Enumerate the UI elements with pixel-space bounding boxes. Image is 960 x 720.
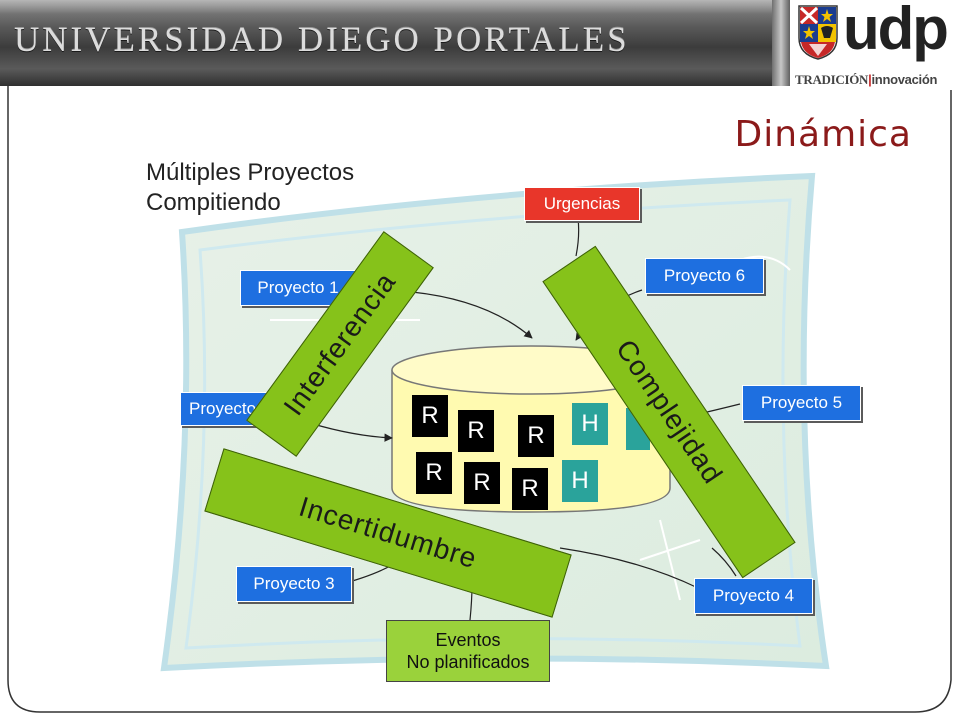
eventos-no-planificados-box: Eventos No planificados — [386, 620, 550, 682]
slide-title: Dinámica — [734, 114, 912, 155]
eventos-line-2: No planificados — [406, 652, 530, 672]
proyecto-3-box: Proyecto 3 — [236, 566, 352, 602]
udp-logo: udp TRADICIÓN|innovación — [793, 0, 958, 94]
subtitle-line-2: Compitiendo — [146, 189, 281, 216]
resource-r-2: R — [458, 410, 494, 452]
banner-shine — [0, 0, 790, 14]
udp-logo-text: udp — [843, 0, 949, 62]
tagline-innovacion: innovación — [871, 72, 938, 87]
resource-h-1: H — [572, 403, 608, 445]
header-banner: UNIVERSIDAD DIEGO PORTALES — [0, 0, 790, 86]
urgencias-box: Urgencias — [524, 187, 640, 221]
slide-subtitle: Múltiples Proyectos Compitiendo — [146, 158, 354, 218]
logo-tagline: TRADICIÓN|innovación — [795, 72, 937, 88]
tagline-divider: | — [868, 72, 872, 87]
resource-r-1: R — [412, 395, 448, 437]
resource-r-6: R — [512, 468, 548, 510]
eventos-line-1: Eventos — [435, 630, 501, 650]
university-name: UNIVERSIDAD DIEGO PORTALES — [14, 20, 630, 59]
proyecto-6-box: Proyecto 6 — [645, 258, 764, 294]
banner-end-cap — [772, 0, 790, 86]
resource-h-2: H — [562, 460, 598, 502]
proyecto-4-box: Proyecto 4 — [694, 578, 813, 614]
resource-r-5: R — [464, 462, 500, 504]
proyecto-5-box: Proyecto 5 — [742, 385, 861, 421]
resource-r-4: R — [416, 452, 452, 494]
university-crest-icon — [798, 5, 838, 60]
tagline-tradicion: TRADICIÓN — [795, 72, 869, 87]
resource-r-3: R — [518, 415, 554, 457]
subtitle-line-1: Múltiples Proyectos — [146, 159, 355, 186]
